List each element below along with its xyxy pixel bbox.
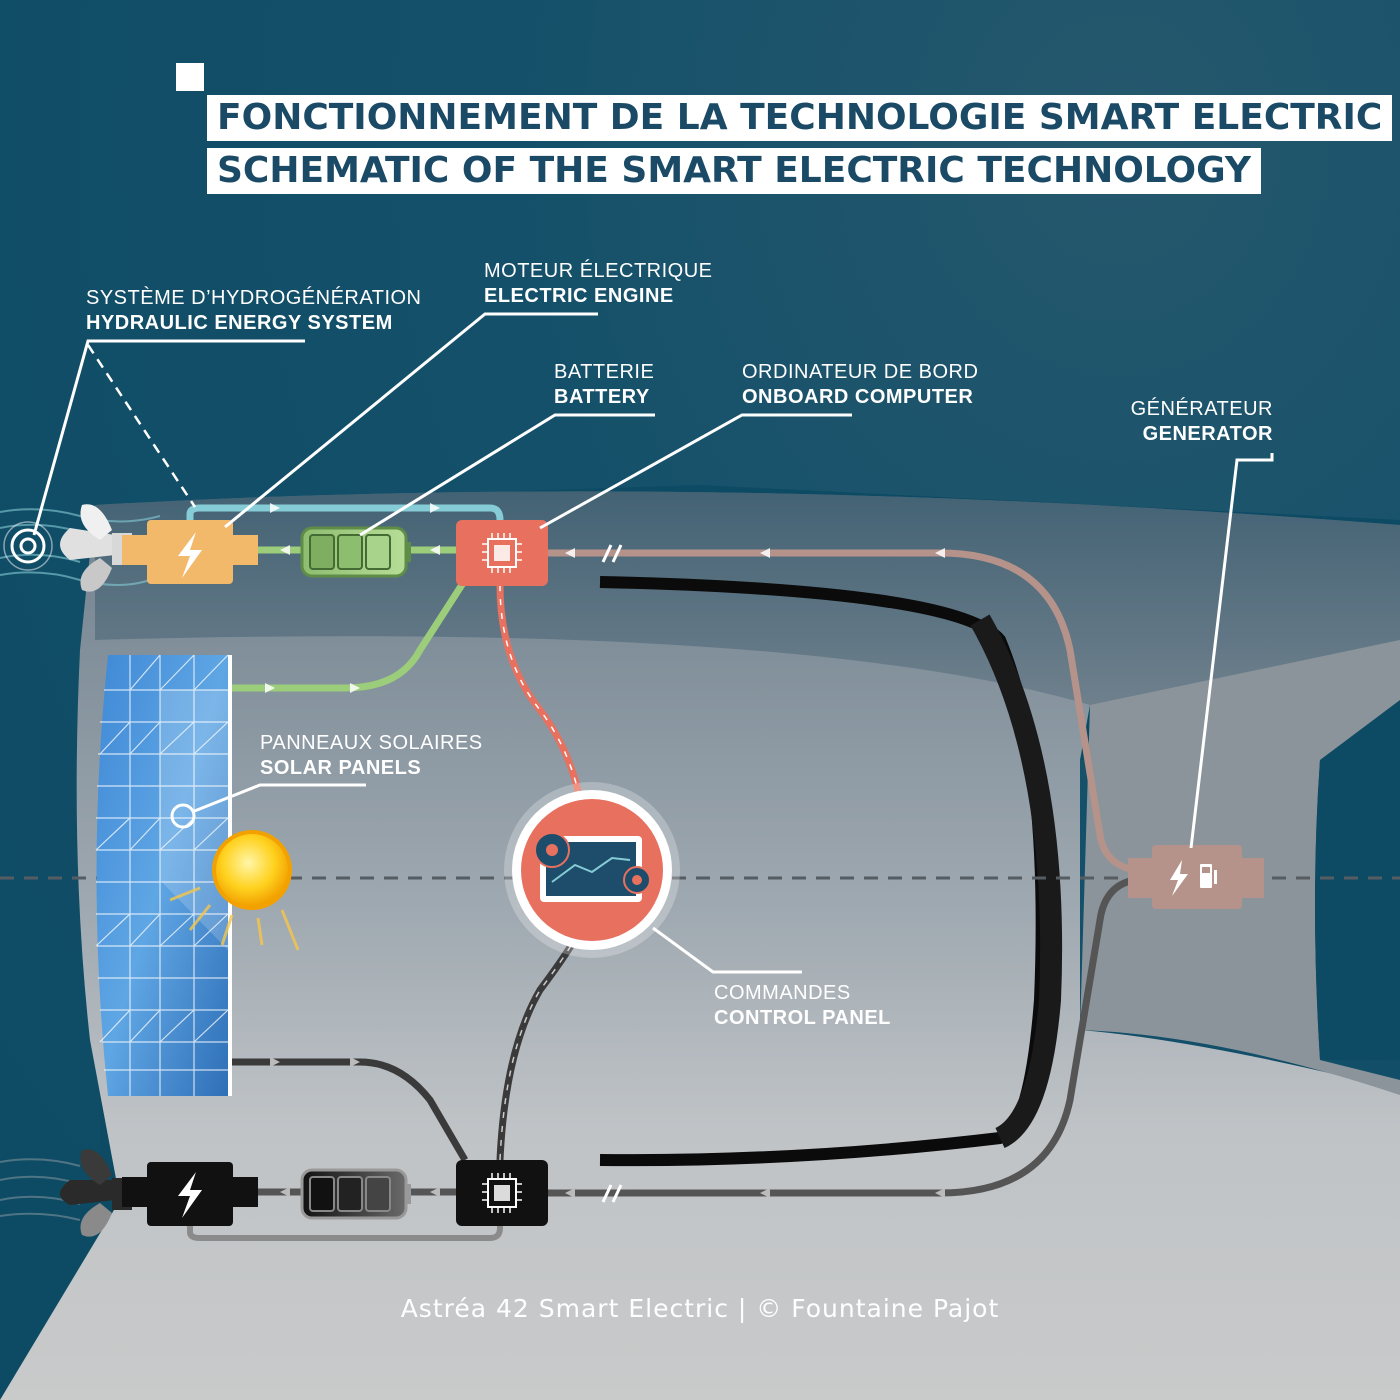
battery-icon-bottom <box>300 1168 411 1220</box>
electric-engine-bottom <box>122 1162 258 1226</box>
fuel-pump-icon <box>1200 864 1217 888</box>
battery-icon-top <box>300 526 411 578</box>
flow-arrows <box>265 503 945 693</box>
onboard-computer <box>456 520 548 586</box>
solar-panel <box>95 654 232 1096</box>
chip-icon-bottom <box>482 1173 522 1213</box>
leader-battery <box>359 413 655 537</box>
label-battery-en: BATTERY <box>554 386 650 408</box>
lightning-icon <box>178 532 202 578</box>
label-battery-fr: BATTERIE <box>554 361 655 383</box>
caption: Astréa 42 Smart Electric | © Fountaine P… <box>400 1294 1000 1323</box>
generator <box>1128 845 1264 909</box>
lightning-icon-generator <box>1170 860 1188 896</box>
label-generator: GÉNÉRATEUR GENERATOR <box>1131 397 1273 447</box>
label-battery: BATTERIE BATTERY <box>554 360 654 410</box>
label-solar-en: SOLAR PANELS <box>260 757 422 779</box>
bottom-loop-line <box>187 1212 503 1241</box>
label-control-fr: COMMANDES <box>714 982 851 1004</box>
label-hydro-en: HYDRAULIC ENERGY SYSTEM <box>86 312 393 334</box>
leader-generator <box>1189 453 1274 849</box>
leader-hydro-dashed <box>86 344 197 508</box>
label-hydro: SYSTÈME D’HYDROGÉNÉRATION HYDRAULIC ENER… <box>86 286 422 336</box>
leader-lines <box>32 312 1274 974</box>
flow-arrows-bottom <box>270 1057 945 1198</box>
leader-computer <box>539 413 852 530</box>
engine-loop-line <box>186 504 504 530</box>
label-generator-fr: GÉNÉRATEUR <box>1130 398 1273 420</box>
label-solar-fr: PANNEAUX SOLAIRES <box>260 732 483 754</box>
label-engine: MOTEUR ÉLECTRIQUE ELECTRIC ENGINE <box>484 259 713 309</box>
leader-hydro <box>32 339 305 536</box>
sun-icon <box>169 830 300 951</box>
lightning-icon-bottom <box>178 1172 202 1218</box>
title-marker <box>176 63 204 91</box>
label-generator-en: GENERATOR <box>1142 423 1273 445</box>
leader-engine <box>224 312 598 529</box>
label-control-en: CONTROL PANEL <box>714 1007 891 1029</box>
label-computer-en: ONBOARD COMPUTER <box>742 386 974 408</box>
hydro-target-icon <box>3 521 53 571</box>
break-mark-bottom <box>601 1184 613 1203</box>
chip-icon <box>482 533 522 573</box>
leader-solar <box>191 783 366 814</box>
label-computer-fr: ORDINATEUR DE BORD <box>742 361 979 383</box>
title-line-fr: FONCTIONNEMENT DE LA TECHNOLOGIE SMART E… <box>207 95 1393 141</box>
bottom-generator-line <box>548 876 1136 1197</box>
label-solar: PANNEAUX SOLAIRES SOLAR PANELS <box>260 731 483 781</box>
label-computer: ORDINATEUR DE BORD ONBOARD COMPUTER <box>742 360 978 410</box>
onboard-computer-bottom <box>456 1160 548 1226</box>
label-engine-fr: MOTEUR ÉLECTRIQUE <box>484 260 713 282</box>
leader-control <box>652 926 802 974</box>
label-engine-en: ELECTRIC ENGINE <box>484 285 674 307</box>
solar-flow-line <box>230 578 468 692</box>
electric-engine <box>122 520 258 584</box>
label-control: COMMANDES CONTROL PANEL <box>714 981 891 1031</box>
generator-flow-line <box>548 549 1136 874</box>
title-line-en: SCHEMATIC OF THE SMART ELECTRIC TECHNOLO… <box>207 148 1261 194</box>
bottom-solar-line <box>230 1058 469 1162</box>
control-panel <box>504 782 680 958</box>
label-hydro-fr: SYSTÈME D’HYDROGÉNÉRATION <box>86 287 422 309</box>
break-mark-top <box>601 544 613 563</box>
